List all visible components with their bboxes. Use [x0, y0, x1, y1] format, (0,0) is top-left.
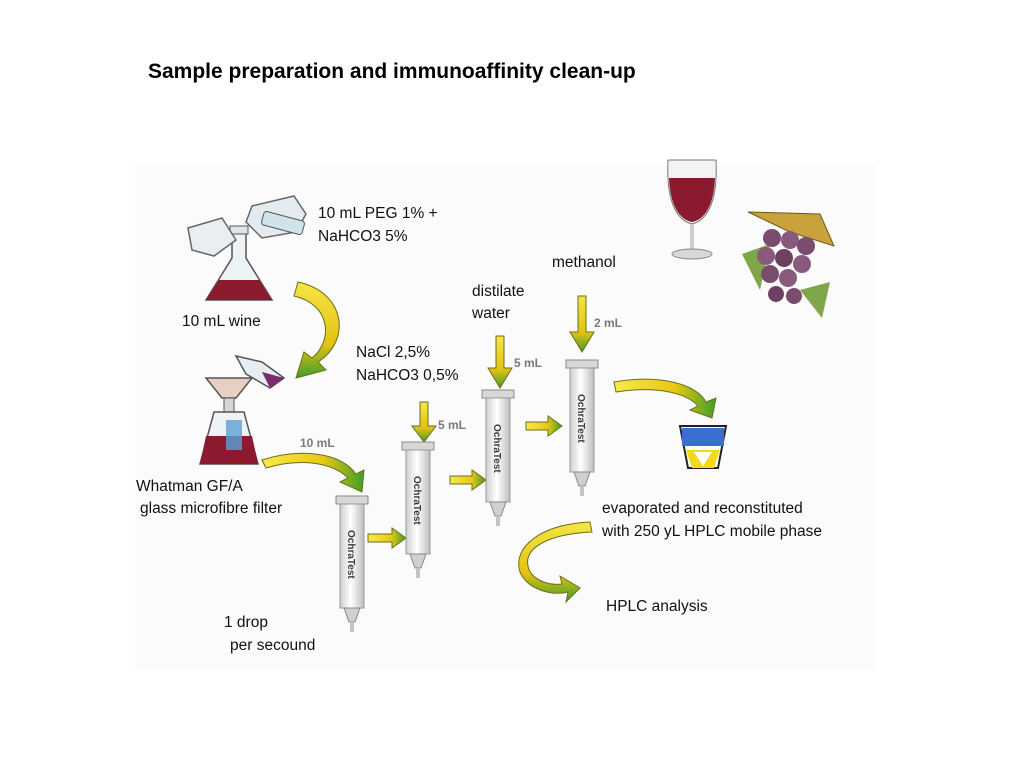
right-arrow-2-icon	[449, 469, 487, 491]
arrow-to-hplc-icon	[518, 521, 593, 604]
right-arrow-1-icon	[367, 527, 407, 549]
volume-elute-label: 2 mL	[594, 316, 623, 330]
filter-label: glass microfibre filter	[140, 500, 283, 517]
column-4-label: OchraTest	[575, 394, 586, 443]
small-flask-icon	[234, 354, 286, 389]
peg-label: 10 mL PEG 1% +	[318, 205, 438, 222]
nahco3-5-label: NaHCO3 5%	[318, 228, 408, 245]
down-arrow-column-4-icon	[569, 295, 595, 353]
volume-load-label: 10 mL	[300, 436, 335, 450]
filter-flask-icon	[199, 377, 259, 465]
reconstituted-label: with 250 yL HPLC mobile phase	[602, 523, 822, 540]
per-second-label: per secound	[230, 637, 316, 654]
water-label: water	[472, 305, 510, 322]
column-1-label: OchraTest	[345, 530, 356, 579]
distilate-label: distilate	[472, 283, 525, 300]
methanol-label: methanol	[552, 254, 616, 271]
hand-pouring-icon	[187, 195, 307, 257]
wine-flask-icon	[204, 225, 274, 301]
down-arrow-column-2-icon	[411, 401, 437, 443]
nacl-label: NaCl 2,5%	[356, 344, 431, 361]
page-title: Sample preparation and immunoaffinity cl…	[148, 60, 636, 83]
hplc-analysis-label: HPLC analysis	[606, 598, 708, 615]
wine-glass-icon	[667, 159, 717, 260]
arrow-to-column-1-icon	[261, 452, 365, 493]
down-arrow-column-3-icon	[487, 335, 513, 389]
whatman-label: Whatman GF/A	[136, 478, 243, 495]
grapes-icon	[742, 211, 835, 318]
drop-label: 1 drop	[224, 614, 268, 631]
wine-label: 10 mL wine	[182, 313, 261, 330]
right-arrow-3-icon	[525, 415, 563, 437]
nahco3-05-label: NaHCO3 0,5%	[356, 367, 459, 384]
evaporated-label: evaporated and reconstituted	[602, 500, 803, 517]
immunoaffinity-column-3	[481, 389, 515, 526]
immunoaffinity-column-4	[565, 359, 599, 496]
immunoaffinity-column-1	[335, 495, 369, 632]
immunoaffinity-column-2	[401, 441, 435, 578]
curved-arrow-icon	[293, 281, 340, 379]
evaporation-vial-icon	[678, 425, 728, 469]
volume-wash1-label: 5 mL	[438, 418, 467, 432]
column-2-label: OchraTest	[411, 476, 422, 525]
arrow-to-vial-icon	[613, 378, 717, 419]
column-3-label: OchraTest	[491, 424, 502, 473]
volume-wash2-label: 5 mL	[514, 356, 543, 370]
